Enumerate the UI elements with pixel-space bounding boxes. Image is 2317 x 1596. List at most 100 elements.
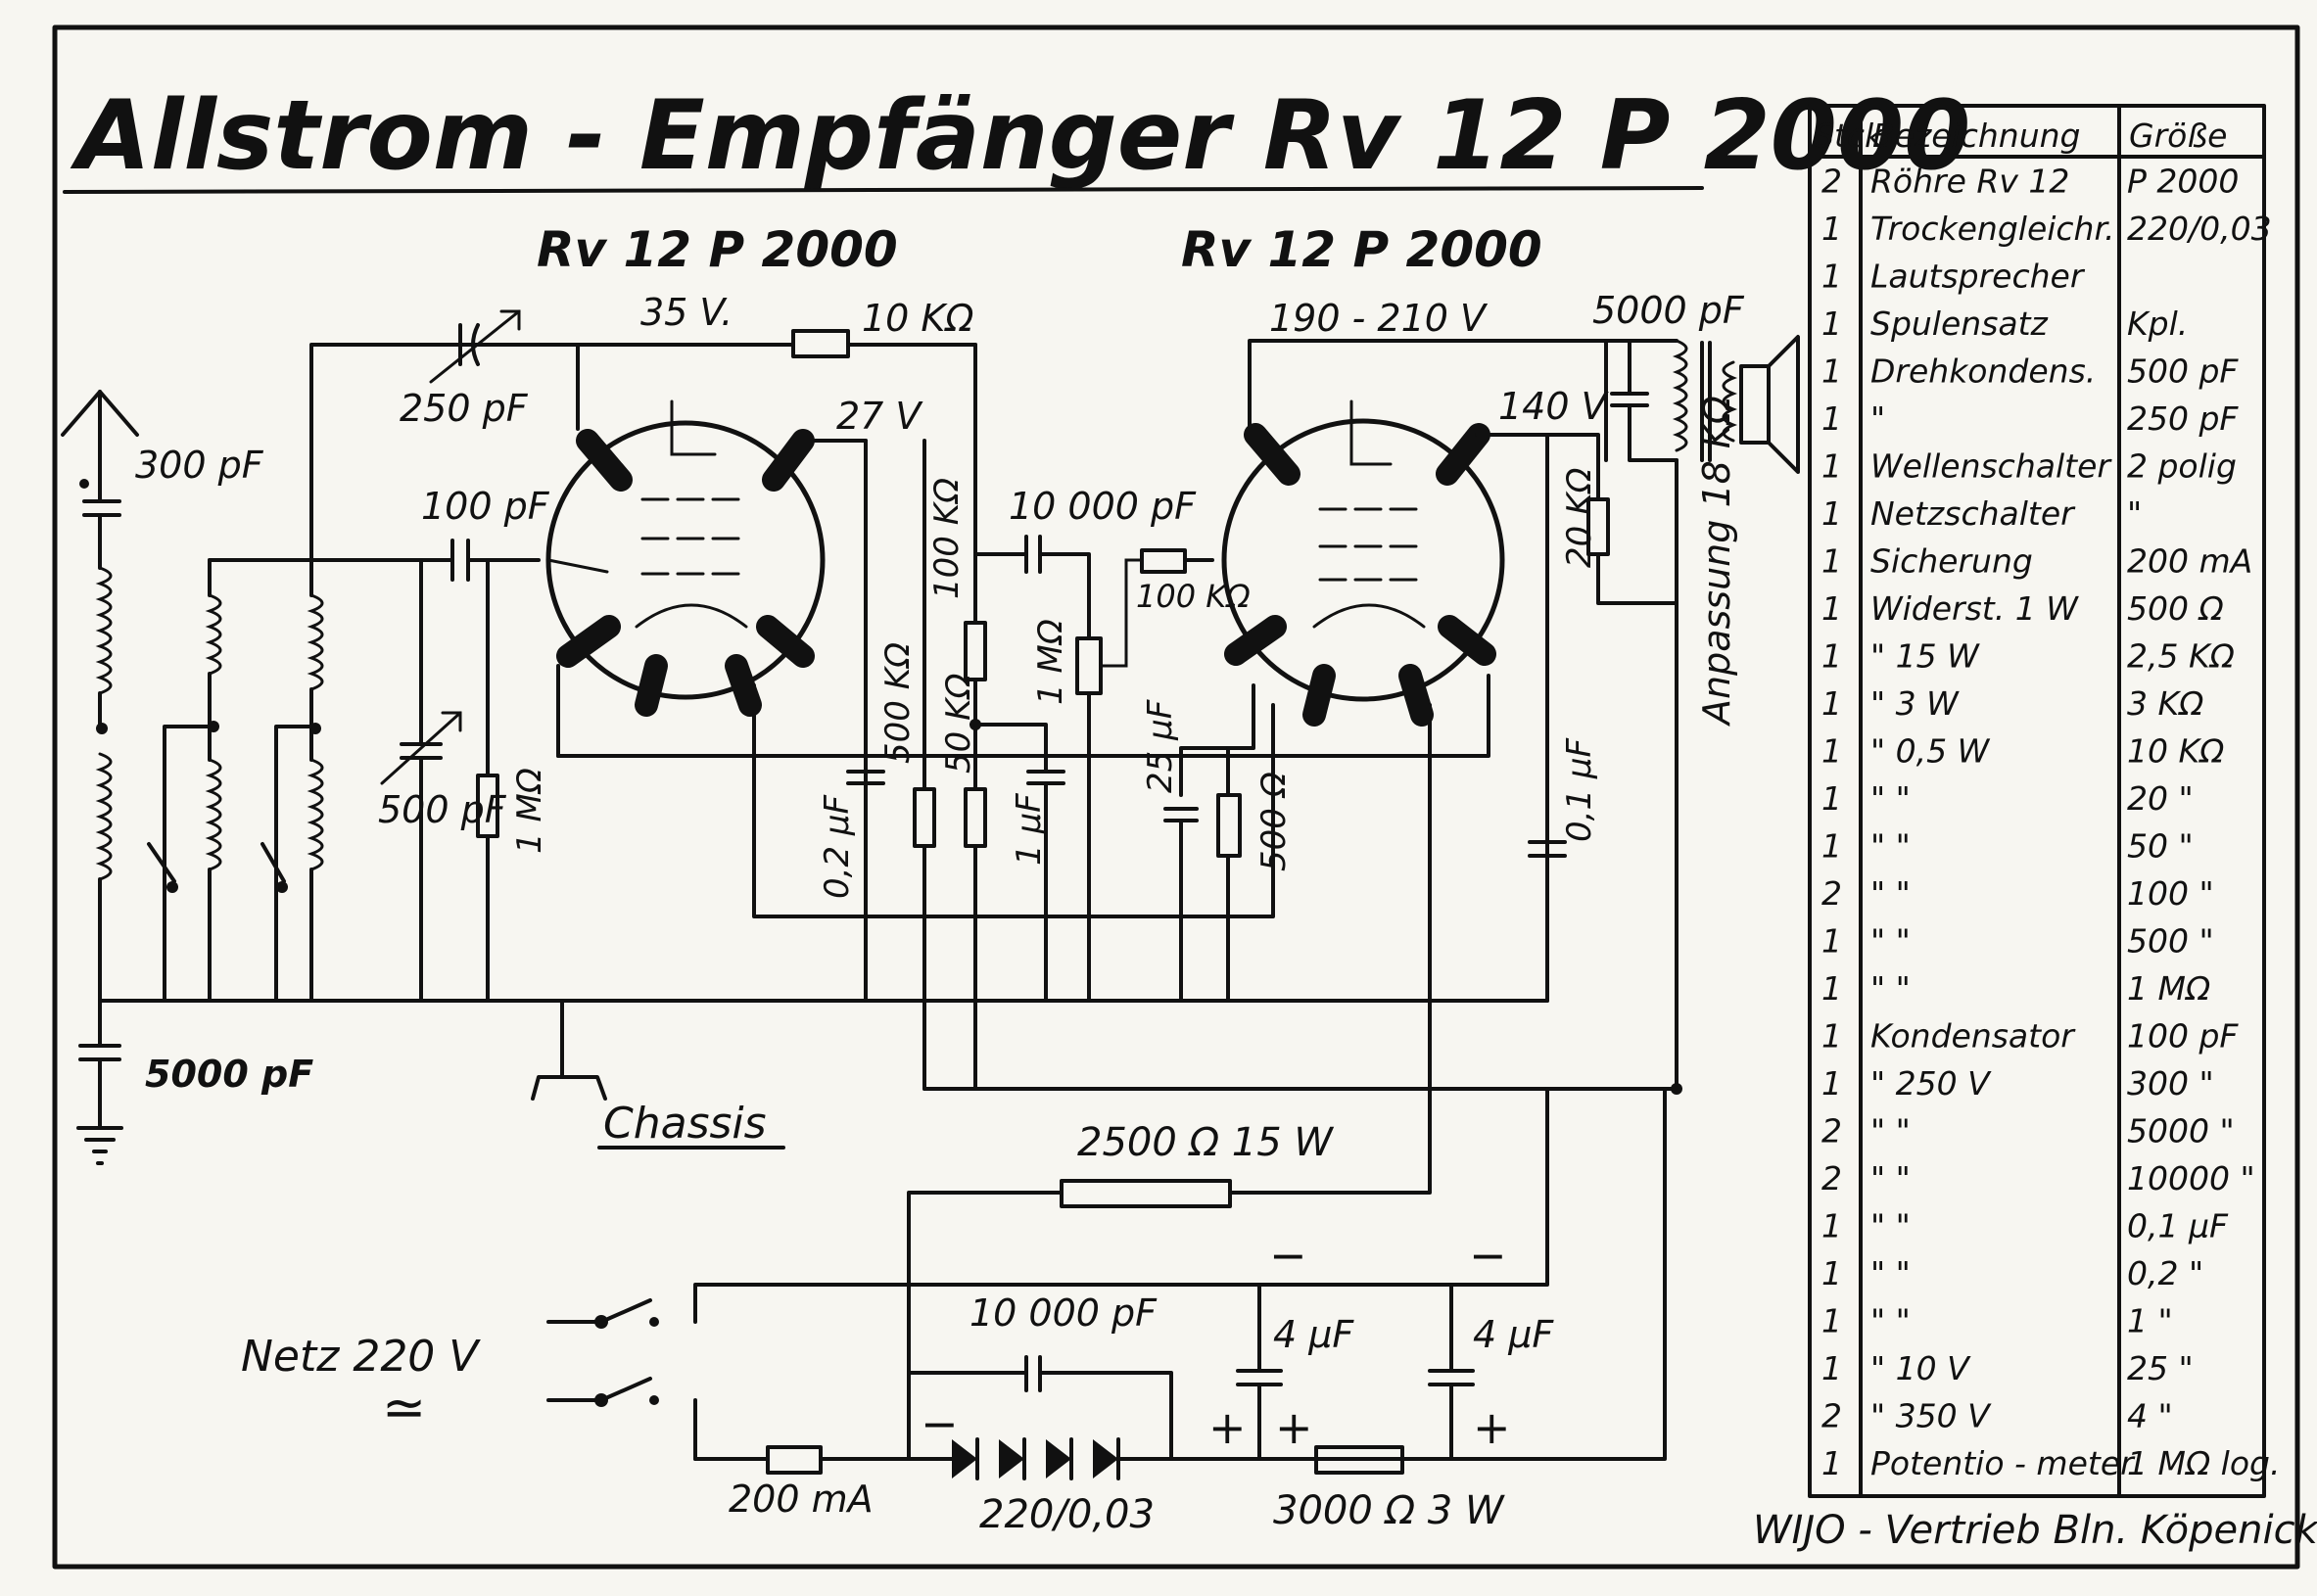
table-row: 2" "10000 " xyxy=(1821,1159,2255,1197)
filter-cap2-minus: − xyxy=(1469,1229,1507,1282)
screen-resistor-1 xyxy=(913,787,936,848)
output-transformer xyxy=(1672,339,1738,462)
table-cell-qty: 1 xyxy=(1821,1254,1842,1292)
matching-label: Anpassung 18 KΩ xyxy=(1695,396,1738,728)
table-row: 1" "0,1 µF xyxy=(1821,1207,2229,1245)
table-cell-qty: 1 xyxy=(1821,779,1842,818)
anode-res-label: 10 KΩ xyxy=(862,297,973,340)
table-cell-qty: 1 xyxy=(1821,399,1842,438)
table-cell-size: 10 KΩ xyxy=(2127,732,2224,771)
table-row: 1 " " 0,2 " xyxy=(1821,1254,2203,1292)
table-rows: 2 Röhre Rv 12 P 2000 1 Trockengleichr. 220/0,… xyxy=(1821,163,2280,1483)
decouple-resistor xyxy=(964,787,987,848)
antenna-cap-label: 300 pF xyxy=(135,444,264,487)
screen-res2-label: 100 KΩ xyxy=(927,478,967,599)
table-cell-qty: 1 xyxy=(1821,684,1842,723)
antenna-symbol xyxy=(61,390,139,501)
tube-2-symbol xyxy=(1221,399,1505,727)
table-row: 1" "500 " xyxy=(1821,922,2214,961)
table-cell-qty: 1 xyxy=(1821,922,1842,961)
table-cell-qty: 1 xyxy=(1821,1444,1842,1482)
table-cell-qty: 1 xyxy=(1821,969,1842,1008)
mains-label: Netz 220 V xyxy=(241,1332,481,1382)
table-cell-name: Spulensatz xyxy=(1870,305,2049,343)
tube1-label: Rv 12 P 2000 xyxy=(537,221,898,278)
table-cell-name: " " xyxy=(1870,922,1911,961)
page-title: Allstrom - Empfänger Rv 12 P 2000 xyxy=(70,80,1970,192)
chassis-label: Chassis xyxy=(603,1099,767,1149)
table-cell-name: Widerst. 1 W xyxy=(1870,589,2079,628)
table-cell-qty: 1 xyxy=(1821,305,1842,343)
table-cell-qty: 1 xyxy=(1821,732,1842,771)
table-cell-size: 500 pF xyxy=(2127,352,2239,391)
mains-symbol: ≃ xyxy=(382,1377,426,1438)
coil-set-1 xyxy=(147,558,415,1003)
table-cell-size: 220/0,03 xyxy=(2127,210,2272,248)
table-cell-name: " 0,5 W xyxy=(1870,732,1991,771)
screen-cap-label: 0,2 µF xyxy=(818,794,857,899)
table-cell-name: " " xyxy=(1870,1254,1911,1292)
table-cell-qty: 1 xyxy=(1821,542,1842,581)
table-cell-size: Kpl. xyxy=(2127,305,2188,343)
table-cell-name: " 3 W xyxy=(1870,684,1960,723)
filter-capacitor-2 xyxy=(1428,1369,1475,1386)
table-cell-name: " " xyxy=(1870,827,1911,866)
grid-cap-label: 100 pF xyxy=(421,485,550,528)
volume-potentiometer xyxy=(1075,636,1103,695)
table-cell-size: P 2000 xyxy=(2127,163,2239,201)
table-cell-name: " " xyxy=(1870,1159,1911,1197)
tank-cap-label: 500 pF xyxy=(378,788,507,831)
tube1-anode-voltage: 35 V. xyxy=(640,291,733,334)
rectifier-label: 220/0,03 xyxy=(979,1492,1155,1537)
filter-cap1-plus: + xyxy=(1275,1401,1313,1454)
cathode-resistor xyxy=(1216,793,1242,858)
title-underline xyxy=(63,186,1704,194)
table-cell-size: 5000 " xyxy=(2127,1112,2235,1150)
schematic: 300 pF xyxy=(61,289,1800,1537)
table-cell-qty: 1 xyxy=(1821,1302,1842,1340)
table-cell-name: Trockengleichr. xyxy=(1870,210,2115,248)
table-cell-name: Kondensator xyxy=(1870,1017,2076,1056)
table-cell-qty: 1 xyxy=(1821,1349,1842,1387)
table-cell-qty: 2 xyxy=(1821,874,1842,913)
table-cell-size: 20 " xyxy=(2127,779,2194,818)
table-cell-size: 1 " xyxy=(2127,1302,2173,1340)
anode-resistor-1 xyxy=(791,329,850,358)
table-cell-name: Netzschalter xyxy=(1870,494,2076,533)
fuse xyxy=(766,1445,823,1475)
table-cell-qty: 1 xyxy=(1821,494,1842,533)
heater-resistor xyxy=(1060,1179,1232,1208)
screen-cap2-label: 0,1 µF xyxy=(1560,737,1599,842)
table-cell-size: 2,5 KΩ xyxy=(2127,637,2235,676)
table-cell-qty: 1 xyxy=(1821,447,1842,486)
filter-cap1-minus: − xyxy=(1269,1229,1307,1282)
screen-capacitor-2 xyxy=(1528,840,1567,858)
table-cell-size: 50 " xyxy=(2127,827,2194,866)
table-row: 1 Netzschalter " xyxy=(1821,494,2142,533)
ground-capacitor xyxy=(78,1044,121,1061)
table-cell-size: " xyxy=(2127,494,2142,533)
ground-cap-label: 5000 pF xyxy=(145,1053,313,1096)
filter-res-label: 3000 Ω 3 W xyxy=(1273,1488,1505,1533)
tune-cap-label: 250 pF xyxy=(400,387,529,430)
table-header-name: Bezeichnung xyxy=(1872,117,2081,155)
table-cell-qty: 2 xyxy=(1821,1112,1842,1150)
table-cell-qty: 1 xyxy=(1821,827,1842,866)
table-cell-size: 10000 " xyxy=(2127,1159,2255,1197)
table-cell-name: Röhre Rv 12 xyxy=(1870,163,2069,201)
decouple-res-label: 50 KΩ xyxy=(939,674,978,774)
table-cell-size: 4 " xyxy=(2127,1397,2173,1435)
loudspeaker-icon xyxy=(1739,335,1800,474)
table-cell-name: " " xyxy=(1870,779,1911,818)
table-cell-name: Drehkondens. xyxy=(1870,352,2096,391)
table-cell-size: 100 " xyxy=(2127,874,2214,913)
table-cell-size: 0,2 " xyxy=(2127,1254,2203,1292)
footer-credit: WIJO - Vertrieb Bln. Köpenick xyxy=(1753,1508,2317,1553)
